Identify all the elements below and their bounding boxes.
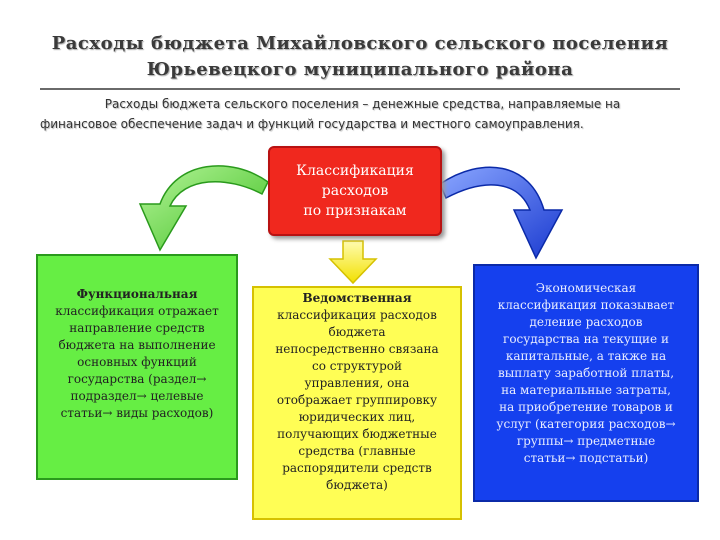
- title-separator: [40, 88, 680, 90]
- functional-line: статьи→ виды расходов): [60, 406, 214, 420]
- departmental-line: бюджета): [326, 478, 388, 492]
- economic-line: статьи→ подстатьи): [523, 451, 649, 465]
- economic-line: на материальные затраты,: [501, 383, 671, 397]
- departmental-line: непосредственно связана: [275, 342, 439, 356]
- classification-center-box: Классификация расходов по признакам: [268, 146, 442, 236]
- functional-classification-box: Функциональная классификация отражает на…: [36, 254, 238, 480]
- blue-curved-arrow: [439, 166, 564, 260]
- departmental-line: бюджета: [328, 325, 386, 339]
- functional-line: подраздел→ целевые: [70, 389, 204, 403]
- departmental-line: классификация расходов: [277, 308, 437, 322]
- functional-line: направление средств: [69, 321, 205, 335]
- departmental-line: получающих бюджетные: [277, 427, 437, 441]
- economic-heading: Экономическая: [535, 281, 637, 295]
- functional-line: государства (раздел→: [67, 372, 207, 386]
- departmental-line: средства (главные: [298, 444, 416, 458]
- departmental-line: юридических лиц,: [298, 410, 416, 424]
- functional-heading: Функциональная: [76, 287, 198, 301]
- economic-line: капитальные, а также на: [505, 349, 667, 363]
- departmental-line: распорядители средств: [282, 461, 432, 475]
- title-line-1: Расходы бюджета Михайловского сельского …: [51, 33, 669, 54]
- economic-line: деление расходов: [529, 315, 643, 329]
- departmental-heading: Ведомственная: [302, 291, 412, 305]
- departmental-line: со структурой: [312, 359, 402, 373]
- center-line: Классификация: [296, 163, 414, 179]
- functional-line: основных функций: [77, 355, 197, 369]
- departmental-line: управления, она: [304, 376, 410, 390]
- functional-line: классификация отражает: [55, 304, 219, 318]
- yellow-down-arrow: [328, 240, 378, 285]
- economic-line: на приобретение товаров и: [499, 400, 673, 414]
- economic-line: классификация показывает: [497, 298, 675, 312]
- economic-line: государства на текущие и: [503, 332, 669, 346]
- intro-line-2: финансовое обеспечение задач и функций г…: [40, 117, 584, 131]
- economic-line: группы→ предметные: [516, 434, 656, 448]
- center-line: расходов: [321, 183, 389, 199]
- intro-line-1: Расходы бюджета сельского поселения – де…: [104, 97, 621, 111]
- economic-classification-box: Экономическая классификация показывает д…: [473, 264, 699, 502]
- departmental-line: отображает группировку: [276, 393, 438, 407]
- functional-line: бюджета на выполнение: [58, 338, 216, 352]
- center-line: по признакам: [303, 203, 407, 219]
- title-line-2: Юрьевецкого муниципального района: [146, 59, 574, 80]
- green-curved-arrow: [138, 165, 269, 252]
- economic-line: выплату заработной платы,: [497, 366, 675, 380]
- economic-line: услуг (категория расходов→: [496, 417, 676, 431]
- departmental-classification-box: Ведомственная классификация расходов бюд…: [252, 286, 462, 520]
